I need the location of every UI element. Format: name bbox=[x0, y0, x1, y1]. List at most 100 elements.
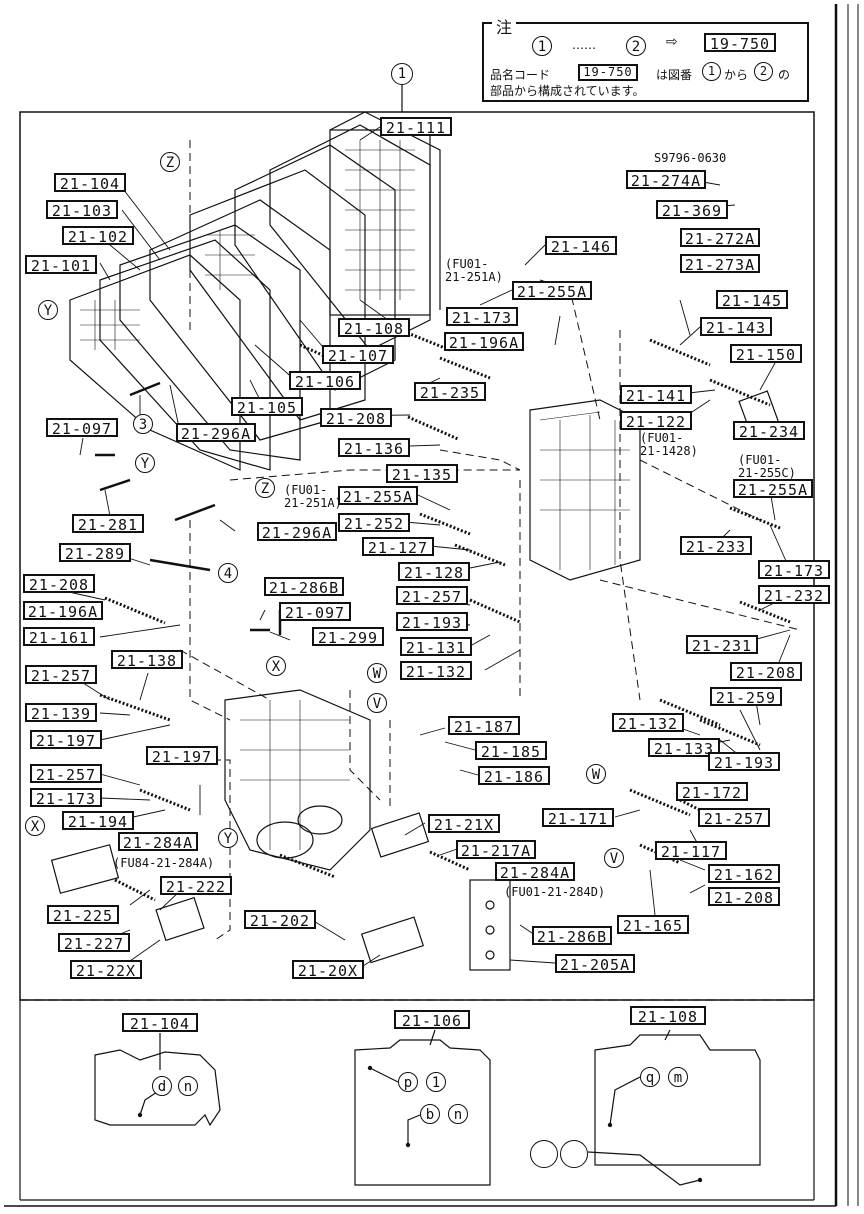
part-label: 21-227 bbox=[58, 933, 130, 953]
part-label: 21-208 bbox=[730, 662, 802, 682]
part-label: 21-133 bbox=[648, 738, 720, 758]
part-label: 21-173 bbox=[446, 307, 518, 327]
part-label: 21-257 bbox=[698, 808, 770, 828]
part-label: 21-187 bbox=[448, 716, 520, 736]
fu84-284a-text: (FU84-21-284A) bbox=[113, 856, 215, 870]
inset-1-code: 21-104 bbox=[122, 1013, 198, 1033]
part-label: 21-274A bbox=[626, 170, 706, 190]
part-label: 21-128 bbox=[398, 562, 470, 582]
callout-3: 3 bbox=[133, 414, 153, 434]
note-line2-prefix: 品名コード bbox=[490, 68, 551, 82]
part-label: 21-252 bbox=[338, 513, 410, 533]
note-box bbox=[482, 22, 809, 102]
part-label: 21-193 bbox=[396, 612, 468, 632]
part-label: 21-296A bbox=[176, 423, 256, 443]
part-label: 21-217A bbox=[456, 840, 536, 860]
inset-2-mark-1: 1 bbox=[426, 1072, 446, 1092]
note-line2-suffix: の bbox=[778, 68, 791, 82]
part-label: 21-194 bbox=[62, 811, 134, 831]
part-label: 21-296A bbox=[257, 522, 337, 542]
part-label: 21-286B bbox=[532, 926, 612, 946]
fu01-1428-text: (FU01- 21-1428) bbox=[640, 431, 698, 458]
part-label: 21-231 bbox=[686, 635, 758, 655]
part-label: 21-20X bbox=[292, 960, 364, 980]
part-label: 21-097 bbox=[46, 418, 118, 438]
part-label: 21-162 bbox=[708, 864, 780, 884]
part-label: 21-106 bbox=[289, 371, 361, 391]
part-label: 21-097 bbox=[279, 602, 351, 622]
callout-4: 4 bbox=[218, 563, 238, 583]
part-label: 21-108 bbox=[338, 318, 410, 338]
part-label: 21-186 bbox=[478, 766, 550, 786]
part-label: 21-234 bbox=[733, 421, 805, 441]
fu01-284d-text: (FU01-21-284D) bbox=[504, 885, 606, 899]
inset-1-mark-d: d bbox=[152, 1076, 172, 1096]
part-label: 21-173 bbox=[30, 788, 102, 808]
part-label: 21-259 bbox=[710, 687, 782, 707]
part-label: 21-141 bbox=[620, 385, 692, 405]
inset-3-mark-q: q bbox=[640, 1067, 660, 1087]
bolt-code-text: S9796-0630 bbox=[654, 151, 727, 165]
part-label: 21-208 bbox=[320, 408, 392, 428]
part-label: 21-202 bbox=[244, 910, 316, 930]
note-line2-ref1: 1 bbox=[702, 62, 721, 81]
part-label: 21-136 bbox=[338, 438, 410, 458]
part-label: 21-197 bbox=[146, 746, 218, 766]
fu01-255c-text: (FU01- 21-255C) bbox=[738, 453, 796, 480]
part-label: 21-171 bbox=[542, 808, 614, 828]
part-label: 21-138 bbox=[111, 650, 183, 670]
callout-z-mid: Z bbox=[255, 478, 275, 498]
part-label: 21-127 bbox=[362, 537, 434, 557]
part-label: 21-102 bbox=[62, 226, 134, 246]
part-label: 21-255A bbox=[733, 479, 813, 499]
inset-2-mark-n: n bbox=[448, 1104, 468, 1124]
callout-v-right: V bbox=[604, 848, 624, 868]
part-label: 21-208 bbox=[708, 887, 780, 907]
part-label: 21-232 bbox=[758, 585, 830, 605]
part-label: 21-111 bbox=[380, 117, 452, 137]
callout-y-low: Y bbox=[218, 828, 238, 848]
part-label: 21-104 bbox=[54, 173, 126, 193]
part-label: 21-145 bbox=[716, 290, 788, 310]
part-label: 21-132 bbox=[400, 661, 472, 681]
note-ref-start: 1 bbox=[532, 36, 552, 56]
main-ref-callout: 1 bbox=[391, 63, 413, 85]
callout-v-left: V bbox=[367, 693, 387, 713]
fu01-251a-top-text: (FU01- 21-251A) bbox=[445, 257, 503, 284]
callout-z-top: Z bbox=[160, 152, 180, 172]
inset-3-blank-circle-2 bbox=[560, 1140, 588, 1168]
part-label: 21-161 bbox=[23, 627, 95, 647]
callout-y-mid: Y bbox=[135, 453, 155, 473]
part-label: 21-165 bbox=[617, 915, 689, 935]
part-label: 21-257 bbox=[25, 665, 97, 685]
part-label: 21-122 bbox=[620, 411, 692, 431]
inset-3-code: 21-108 bbox=[630, 1006, 706, 1026]
part-label: 21-257 bbox=[396, 586, 468, 606]
part-label: 21-286B bbox=[264, 577, 344, 597]
part-label: 21-22X bbox=[70, 960, 142, 980]
callout-w-left: W bbox=[367, 663, 387, 683]
callout-x-small: X bbox=[266, 656, 286, 676]
note-ellipsis: …… bbox=[572, 38, 596, 52]
part-label: 21-222 bbox=[160, 876, 232, 896]
part-label: 21-193 bbox=[708, 752, 780, 772]
note-line2-mid: は図番 bbox=[656, 68, 693, 82]
inset-1-mark-n: n bbox=[178, 1076, 198, 1096]
inset-2-mark-b: b bbox=[420, 1104, 440, 1124]
part-label: 21-132 bbox=[612, 713, 684, 733]
note-line2-ref2: 2 bbox=[754, 62, 773, 81]
part-label: 21-205A bbox=[555, 954, 635, 974]
part-label: 21-105 bbox=[231, 397, 303, 417]
part-label: 21-284A bbox=[118, 832, 198, 852]
note-arrow: ⇨ bbox=[666, 34, 678, 50]
part-label: 21-131 bbox=[400, 637, 472, 657]
part-label: 21-150 bbox=[730, 344, 802, 364]
part-label: 21-281 bbox=[72, 514, 144, 534]
part-label: 21-103 bbox=[46, 200, 118, 220]
part-label: 21-257 bbox=[30, 764, 102, 784]
part-label: 21-289 bbox=[59, 543, 131, 563]
part-label: 21-117 bbox=[655, 841, 727, 861]
inset-3-blank-circle-1 bbox=[530, 1140, 558, 1168]
callout-x-left: X bbox=[25, 816, 45, 836]
